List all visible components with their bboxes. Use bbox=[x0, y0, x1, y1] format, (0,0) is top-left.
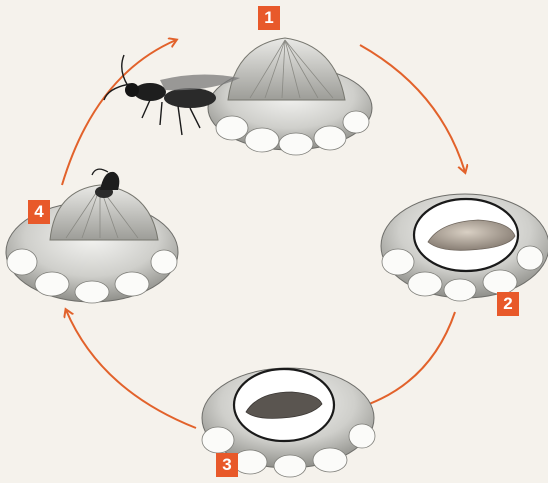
stage-2-badge: 2 bbox=[497, 292, 519, 316]
stage1-gall-with-wasp bbox=[104, 38, 372, 155]
stage-4-badge: 4 bbox=[28, 200, 50, 224]
stage2-gall-with-larva bbox=[381, 194, 548, 301]
arrow-stage1-to-stage2 bbox=[360, 45, 465, 172]
stage-1-badge: 1 bbox=[258, 6, 280, 30]
stage4-gall-emerging-wasp bbox=[6, 169, 178, 303]
emerging-wasp bbox=[100, 172, 119, 190]
arrow-stage4-to-stage1 bbox=[62, 40, 176, 185]
stage-3-badge: 3 bbox=[216, 453, 238, 477]
arrow-stage2-to-stage3 bbox=[358, 312, 455, 408]
arrow-stage3-to-stage4 bbox=[66, 310, 196, 428]
